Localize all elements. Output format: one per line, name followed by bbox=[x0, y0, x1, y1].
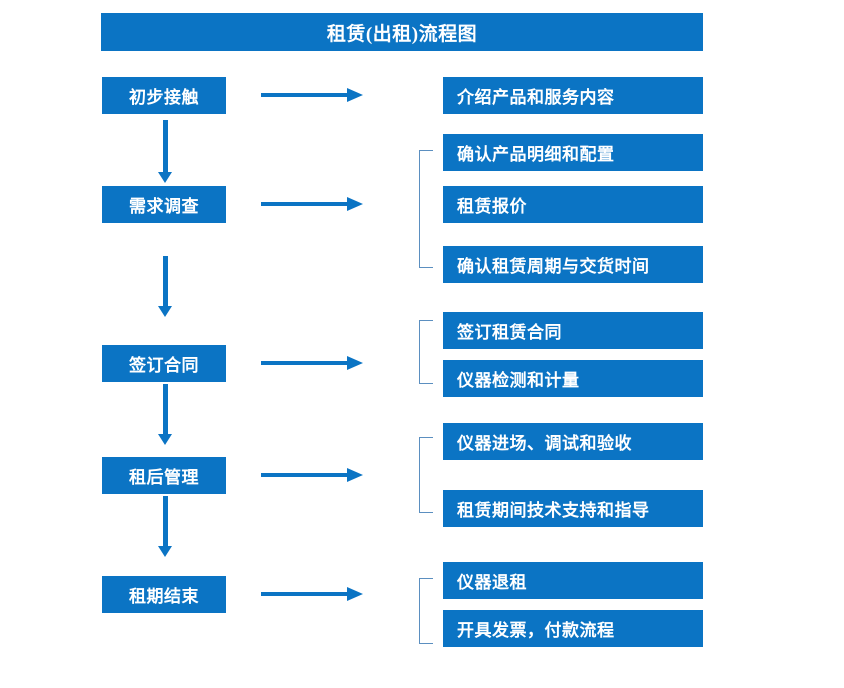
group-bracket-5 bbox=[419, 578, 433, 644]
stage-box-4[interactable]: 租后管理 bbox=[102, 457, 226, 494]
detail-box-2-1[interactable]: 确认产品明细和配置 bbox=[443, 134, 703, 171]
arrow-head bbox=[158, 172, 172, 183]
arrow-down-1 bbox=[157, 120, 173, 184]
arrow-right-5 bbox=[261, 586, 363, 602]
arrow-head bbox=[158, 546, 172, 557]
arrow-head bbox=[158, 306, 172, 317]
group-bracket-3 bbox=[419, 320, 433, 384]
arrow-head bbox=[347, 197, 363, 211]
arrow-right-4 bbox=[261, 467, 363, 483]
arrow-head bbox=[347, 88, 363, 102]
page-title: 租赁(出租)流程图 bbox=[101, 13, 703, 51]
stage-box-3[interactable]: 签订合同 bbox=[102, 345, 226, 382]
detail-box-4-1[interactable]: 仪器进场、调试和验收 bbox=[443, 423, 703, 460]
arrow-head bbox=[347, 356, 363, 370]
arrow-head bbox=[158, 434, 172, 445]
arrow-shaft bbox=[261, 473, 349, 477]
stage-box-1[interactable]: 初步接触 bbox=[102, 77, 226, 114]
group-bracket-2 bbox=[419, 150, 433, 268]
stage-box-5[interactable]: 租期结束 bbox=[102, 576, 226, 613]
arrow-shaft bbox=[163, 384, 168, 434]
arrow-shaft bbox=[163, 256, 168, 306]
detail-box-5-2[interactable]: 开具发票，付款流程 bbox=[443, 610, 703, 647]
arrow-shaft bbox=[261, 361, 349, 365]
arrow-down-3 bbox=[157, 384, 173, 446]
arrow-shaft bbox=[261, 93, 349, 97]
detail-box-2-3[interactable]: 确认租赁周期与交货时间 bbox=[443, 246, 703, 283]
arrow-right-3 bbox=[261, 355, 363, 371]
arrow-shaft bbox=[163, 496, 168, 546]
arrow-right-1 bbox=[261, 87, 363, 103]
detail-box-4-2[interactable]: 租赁期间技术支持和指导 bbox=[443, 490, 703, 527]
arrow-shaft bbox=[261, 202, 349, 206]
detail-box-3-1[interactable]: 签订租赁合同 bbox=[443, 312, 703, 349]
arrow-shaft bbox=[261, 592, 349, 596]
detail-box-2-2[interactable]: 租赁报价 bbox=[443, 186, 703, 223]
arrow-head bbox=[347, 587, 363, 601]
arrow-right-2 bbox=[261, 196, 363, 212]
stage-box-2[interactable]: 需求调查 bbox=[102, 186, 226, 223]
detail-box-5-1[interactable]: 仪器退租 bbox=[443, 562, 703, 599]
arrow-shaft bbox=[163, 120, 168, 172]
arrow-down-2 bbox=[157, 256, 173, 318]
detail-box-1-1[interactable]: 介绍产品和服务内容 bbox=[443, 77, 703, 114]
arrow-down-4 bbox=[157, 496, 173, 558]
group-bracket-4 bbox=[419, 437, 433, 513]
arrow-head bbox=[347, 468, 363, 482]
detail-box-3-2[interactable]: 仪器检测和计量 bbox=[443, 360, 703, 397]
